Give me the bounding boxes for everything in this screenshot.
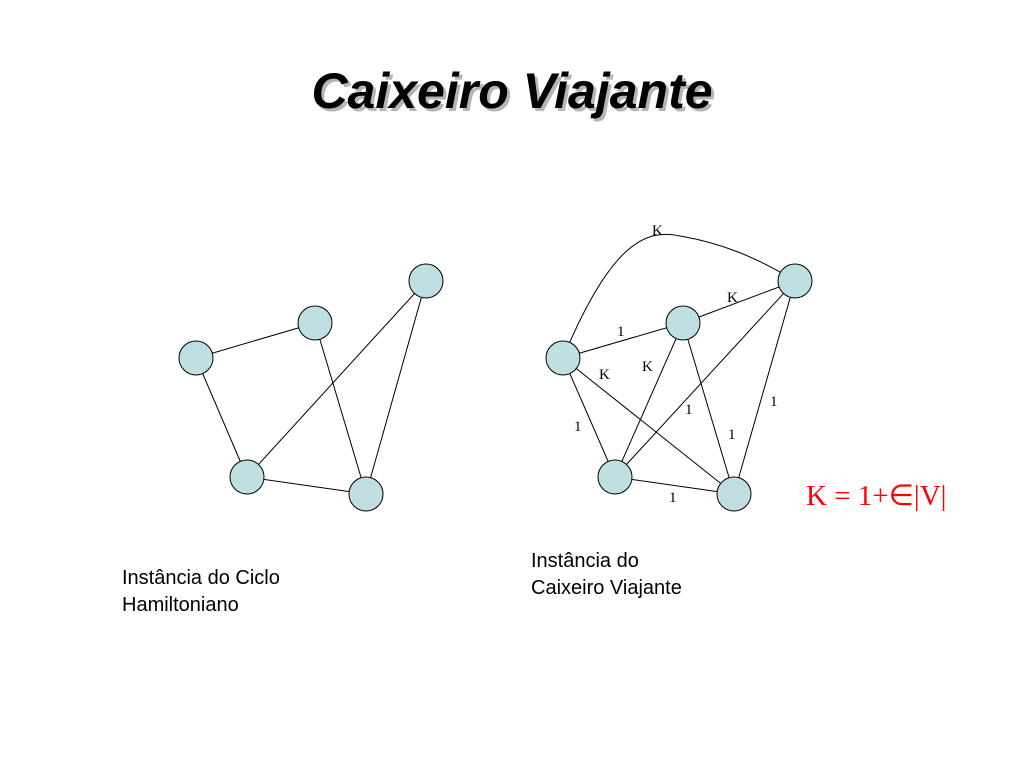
graph-node <box>348 476 384 512</box>
edge-weight-label: K <box>599 367 610 383</box>
caption-line: Instância do Ciclo <box>122 567 280 589</box>
edge-weight-label: K <box>727 290 738 306</box>
edge-weight-label: 1 <box>685 402 693 418</box>
edge <box>562 357 735 495</box>
caption-line: Caixeiro Viajante <box>531 577 682 599</box>
tsp-caption: Instância do Caixeiro Viajante <box>531 548 682 602</box>
edge-weight-label: K <box>642 359 653 375</box>
edge-weight-label: K <box>652 223 663 239</box>
edge <box>314 322 367 495</box>
edge <box>246 280 427 478</box>
hamiltonian-caption: Instância do Ciclo Hamiltoniano <box>122 565 280 619</box>
graph-node <box>229 459 265 495</box>
graph-node <box>297 305 333 341</box>
edge-weight-label: 1 <box>728 427 736 443</box>
hamiltonian-graph <box>178 263 444 512</box>
caption-line: Hamiltoniano <box>122 594 239 616</box>
edge <box>246 476 367 495</box>
slide-title: Caixeiro Viajante <box>311 63 713 119</box>
edge <box>614 476 735 495</box>
weight-formula: K = 1+∈|V| <box>806 480 947 512</box>
graph-node <box>597 459 633 495</box>
edge-weight-label: 1 <box>574 419 582 435</box>
edge-weight-label: 1 <box>770 394 778 410</box>
graph-node <box>777 263 813 299</box>
edge-weight-label: 1 <box>617 324 625 340</box>
edge <box>365 280 427 495</box>
edge <box>195 357 248 478</box>
edge <box>562 357 616 478</box>
caption-line: Instância do <box>531 550 639 572</box>
edge <box>614 322 684 478</box>
edge <box>562 322 684 359</box>
edge <box>614 280 796 478</box>
tsp-graph: K K 1 K K 1 1 1 1 1 <box>545 223 813 512</box>
graph-node <box>716 476 752 512</box>
edge <box>562 233 796 359</box>
graph-node <box>178 340 214 376</box>
edge <box>733 280 796 495</box>
edge <box>682 322 735 495</box>
edge-weight-label: 1 <box>669 490 677 506</box>
edge <box>195 322 316 359</box>
graph-node <box>545 340 581 376</box>
graph-node <box>665 305 701 341</box>
edge <box>682 280 796 324</box>
graph-node <box>408 263 444 299</box>
